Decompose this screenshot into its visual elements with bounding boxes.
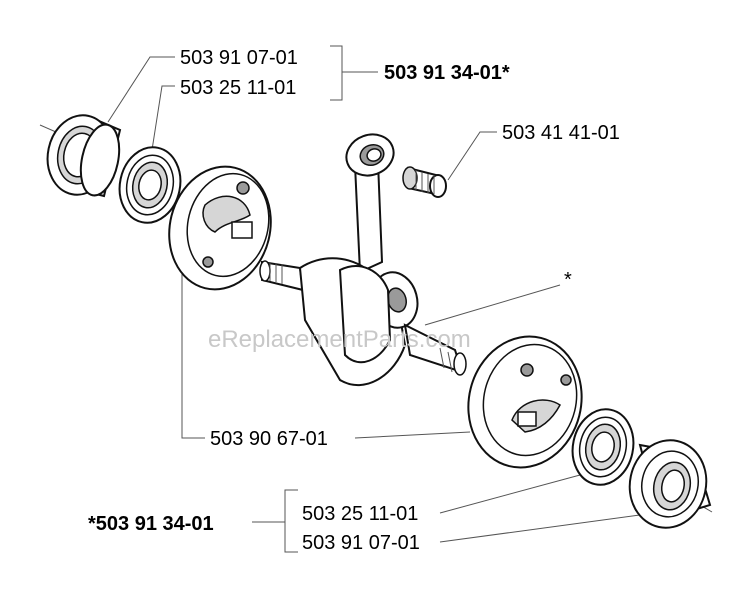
leader-crankcase-right xyxy=(354,431,471,439)
leader-crankcase-left xyxy=(181,265,205,439)
needle-bearing xyxy=(402,166,447,198)
label-kit-bottom: *503 91 34-01 xyxy=(88,513,214,535)
leader-bearing-top xyxy=(151,85,175,151)
watermark: eReplacementParts.com xyxy=(208,326,471,353)
label-bearing-top: 503 25 11-01 xyxy=(180,77,296,99)
bracket-top xyxy=(330,45,343,101)
crankcase-half-top xyxy=(168,165,272,291)
crankcase-half-bottom xyxy=(467,335,583,469)
label-asterisk: * xyxy=(564,269,572,291)
leader-seal-top xyxy=(107,56,175,123)
leader-bearing-bottom xyxy=(439,474,581,514)
leader-needle-bearing xyxy=(447,131,497,181)
label-crankcase-half: 503 90 67-01 xyxy=(210,428,328,450)
label-seal-bottom: 503 91 07-01 xyxy=(302,532,420,554)
label-kit-top: 503 91 34-01* xyxy=(384,62,510,84)
label-bearing-bottom: 503 25 11-01 xyxy=(302,503,418,525)
leader-left-tick xyxy=(39,124,57,133)
leader-lines xyxy=(39,45,713,553)
crankshaft-assembly xyxy=(259,133,467,386)
bracket-bottom xyxy=(284,489,298,553)
label-needle-bearing: 503 41 41-01 xyxy=(502,122,620,144)
oil-seal-bottom xyxy=(628,439,712,529)
ball-bearing-top xyxy=(118,146,182,224)
leader-asterisk xyxy=(424,284,561,326)
oil-seal-top xyxy=(46,114,122,198)
ball-bearing-bottom xyxy=(571,408,635,486)
leader-seal-bottom xyxy=(439,514,641,543)
label-seal-top: 503 91 07-01 xyxy=(180,47,298,69)
